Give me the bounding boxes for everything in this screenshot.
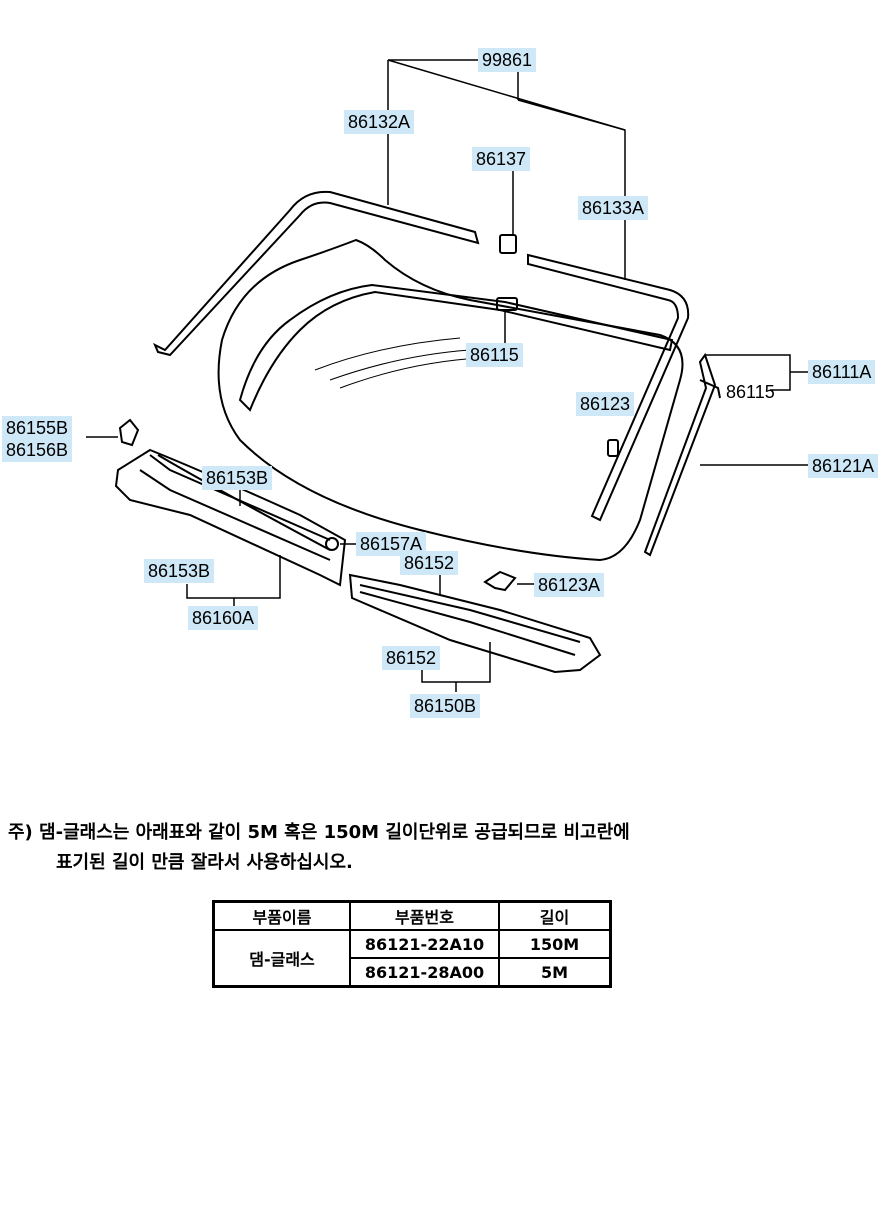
callout-86121A: 86121A [808, 454, 879, 478]
table-row: 댐-글래스 86121-22A10 150M [212, 929, 612, 988]
callout-86152-lower: 86152 [382, 646, 441, 670]
callout-86137: 86137 [472, 147, 531, 171]
callout-86111A: 86111A [808, 360, 876, 384]
weatherstrip-86153B [157, 454, 331, 551]
clip-86157A [325, 537, 339, 551]
header-part-name: 부품이름 [212, 900, 351, 931]
note-line-2: 표기된 길이 만큼 잘라서 사용하십시오. [56, 852, 353, 873]
moulding-86121A [643, 352, 717, 557]
cell-part-number: 86121-22A10 [349, 929, 500, 959]
cell-part-number: 86121-28A00 [349, 957, 500, 988]
clip-86115 [496, 297, 518, 311]
header-length: 길이 [498, 900, 612, 931]
header-part-number: 부품번호 [349, 900, 500, 931]
table-header-row: 부품이름 부품번호 길이 [212, 900, 612, 931]
cell-length: 150M [498, 929, 612, 959]
cowl-panel-86150B [348, 573, 602, 674]
callout-86115-top: 86115 [466, 343, 523, 367]
moulding-86133A [527, 253, 690, 522]
clip-86123A [483, 570, 517, 592]
clip-86155B [118, 418, 140, 447]
callout-86133A: 86133A [578, 196, 649, 220]
callout-86152-upper: 86152 [400, 551, 459, 575]
callout-86156B: 86156B [2, 438, 73, 462]
cell-part-name: 댐-글래스 [212, 929, 351, 988]
parts-diagram [86, 59, 808, 692]
table-row: 86121-28A00 5M [214, 957, 612, 988]
cell-length: 5M [498, 957, 612, 988]
callout-86160A: 86160A [188, 606, 259, 630]
clip-86137 [499, 234, 517, 254]
callout-86155B: 86155B [2, 416, 73, 440]
callout-86153B-lower: 86153B [144, 559, 215, 583]
cowl-panel-86160A [114, 448, 347, 587]
callout-86153B-upper: 86153B [202, 466, 273, 490]
callout-86123A: 86123A [534, 573, 605, 597]
parts-table: 부품이름 부품번호 길이 댐-글래스 86121-22A10 150M 8612… [212, 900, 612, 988]
callout-86123: 86123 [576, 392, 635, 416]
note-line-1: 주) 댐-글래스는 아래표와 같이 5M 혹은 150M 길이단위로 공급되므로… [8, 822, 630, 843]
callout-86115-right: 86115 [726, 382, 775, 402]
moulding-86132A [153, 190, 480, 357]
note-text: 주) 댐-글래스는 아래표와 같이 5M 혹은 150M 길이단위로 공급되므로… [8, 818, 883, 878]
callout-86132A: 86132A [344, 110, 415, 134]
callout-99861: 99861 [478, 48, 537, 72]
clip-86123 [607, 439, 619, 457]
callout-86150B: 86150B [410, 694, 481, 718]
